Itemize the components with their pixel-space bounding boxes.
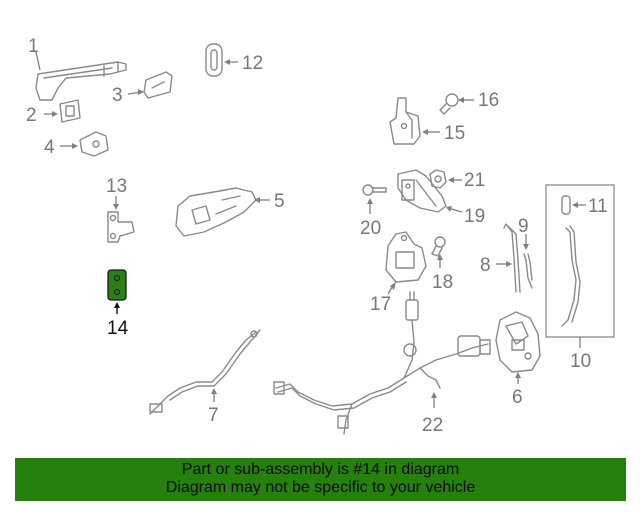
- part-15-hinge: 15: [389, 97, 465, 145]
- callout-10: 10: [570, 351, 591, 372]
- callout-14: 14: [107, 318, 129, 339]
- callout-12: 12: [242, 53, 263, 74]
- callout-11: 11: [588, 196, 608, 217]
- callout-22: 22: [422, 415, 443, 436]
- part-8-rod: 8: [480, 223, 521, 293]
- callout-1: 1: [28, 36, 39, 57]
- callout-15: 15: [444, 123, 465, 144]
- part-10-group: 11 10: [545, 184, 615, 372]
- callout-21: 21: [464, 170, 485, 191]
- part-7-cable: 7: [149, 329, 261, 426]
- callout-20: 20: [360, 218, 381, 239]
- part-14-highlighted: 14: [107, 269, 129, 339]
- callout-7: 7: [208, 405, 219, 426]
- banner-line-1: Part or sub-assembly is #14 in diagram: [181, 461, 460, 478]
- part-13-striker: 13: [106, 176, 135, 243]
- part-5-bracket: 5: [175, 187, 285, 237]
- part-4-gasket: 4: [44, 131, 109, 158]
- part-19-check: 19: [397, 169, 485, 227]
- callout-16: 16: [478, 90, 499, 111]
- callout-18: 18: [432, 272, 453, 293]
- callout-3: 3: [112, 85, 123, 106]
- banner-line-2: Diagram may not be specific to your vehi…: [165, 479, 476, 496]
- part-20-bolt: 20: [360, 184, 387, 239]
- part-3-cap: 3: [112, 71, 173, 106]
- callout-6: 6: [512, 387, 523, 408]
- callout-8: 8: [480, 255, 491, 276]
- callout-5: 5: [274, 191, 285, 212]
- part-12-grommet: 12: [205, 43, 263, 77]
- callout-9: 9: [518, 216, 529, 237]
- callout-19: 19: [464, 206, 485, 227]
- part-2-gasket: 2: [26, 99, 81, 126]
- callout-4: 4: [44, 137, 55, 158]
- part-17-actuator: 17: [370, 231, 427, 315]
- part-1-outside-handle: 1: [28, 36, 127, 101]
- parts-diagram: 1 2 3 4 12 5: [26, 36, 615, 436]
- callout-17: 17: [370, 294, 391, 315]
- part-22-harness: 22: [273, 291, 491, 436]
- callout-13: 13: [106, 176, 127, 197]
- info-banner: Part or sub-assembly is #14 in diagram D…: [15, 458, 626, 501]
- part-18-screw: 18: [431, 236, 453, 293]
- part-16-bolt: 16: [439, 90, 499, 115]
- part-6-latch: 6: [495, 311, 541, 408]
- part-9-rod: 9: [518, 216, 533, 289]
- callout-2: 2: [26, 105, 37, 126]
- part-21-nut: 21: [429, 169, 485, 191]
